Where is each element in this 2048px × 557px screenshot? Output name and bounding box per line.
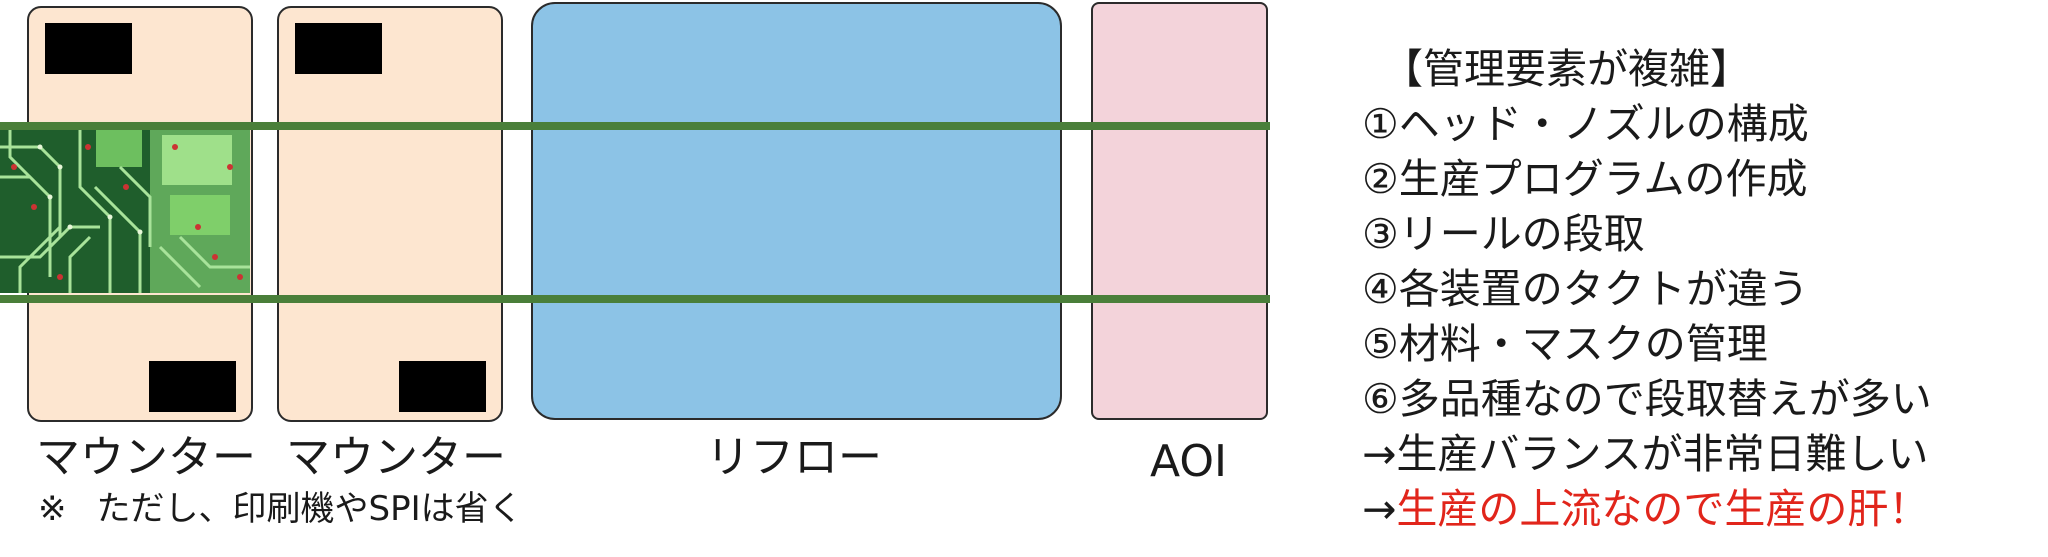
conclusion-text: 生産バランスが非常日難しい [1396, 430, 1929, 478]
footnote-text: ただし、印刷機やSPIは省く [96, 489, 523, 529]
mounter-2-head-top [295, 23, 382, 74]
conveyor-rail-top [0, 122, 1270, 130]
arrow-icon: → [1362, 485, 1397, 533]
conclusion-line: →生産バランスが非常日難しい [1362, 427, 2022, 482]
management-elements-panel: 【管理要素が複雑】 ①ヘッド・ノズルの構成 ②生産プログラムの作成 ③リールの段… [1362, 42, 2022, 537]
pcb-board-image [0, 127, 250, 293]
mounter-1-label: マウンター [36, 432, 256, 483]
reflow-oven-box [531, 2, 1062, 420]
panel-header: 【管理要素が複雑】 [1382, 45, 1751, 93]
footnote-mark: ※ [38, 489, 67, 529]
footnote: ※ ただし、印刷機やSPIは省く [38, 492, 523, 526]
list-item: ③リールの段取 [1362, 210, 1645, 258]
mounter-2-label: マウンター [286, 432, 506, 483]
list-item: ④各装置のタクトが違う [1362, 265, 1809, 313]
list-item: ⑤材料・マスクの管理 [1362, 320, 1768, 368]
mounter-2-head-bottom [399, 361, 486, 412]
arrow-icon: → [1362, 430, 1397, 478]
mounter-1-head-bottom [149, 361, 236, 412]
aoi-inspection-box [1091, 2, 1268, 420]
list-item: ⑥多品種なので段取替えが多い [1362, 375, 1932, 423]
list-item: ①ヘッド・ノズルの構成 [1362, 100, 1809, 148]
aoi-label: AOI [1150, 436, 1227, 487]
list-item: ②生産プログラムの作成 [1362, 155, 1808, 203]
highlight-conclusion-text: 生産の上流なので生産の肝！ [1396, 485, 1930, 533]
conveyor-rail-bottom [0, 295, 1270, 303]
mounter-1-head-top [45, 23, 132, 74]
conclusion-line: →生産の上流なので生産の肝！ [1362, 482, 2022, 537]
mounter-2-box [277, 6, 503, 422]
reflow-label: リフロー [706, 432, 882, 483]
